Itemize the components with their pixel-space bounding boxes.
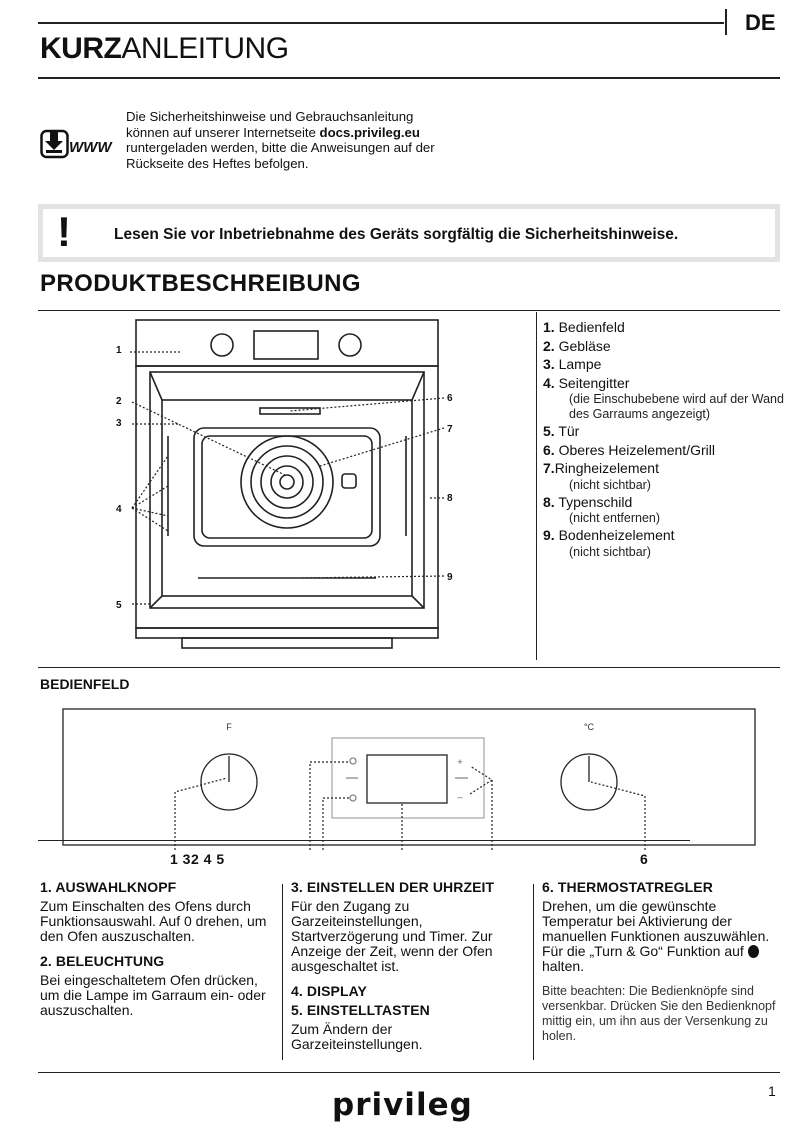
- section-body-3: Für den Zugang zu Garzeiteinstellungen, …: [291, 898, 493, 974]
- column-2: 3. EINSTELLEN DER UHRZEIT Für den Zugang…: [291, 880, 527, 1062]
- column-divider-2: [533, 884, 534, 1060]
- product-rule: [38, 310, 780, 311]
- column-1: 1. AUSWAHLKNOPF Zum Einschalten des Ofen…: [40, 880, 276, 1028]
- minus-button-label: –: [457, 792, 462, 802]
- column-3: 6. THERMOSTATREGLER Drehen, um die gewün…: [542, 880, 778, 1054]
- column-divider-1: [282, 884, 283, 1060]
- legend-item: 1. Bedienfeld: [543, 319, 625, 335]
- component-legend: 1. Bedienfeld 2. Gebläse 3. Lampe 4. Sei…: [543, 318, 793, 560]
- panel-callouts-left: 1 32 4 5: [170, 851, 225, 867]
- legend-item: 9. Bodenheizelement: [543, 527, 675, 543]
- section-body-5: Zum Ändern der Garzeiteinstellungen.: [291, 1021, 423, 1052]
- web-notice-text: Die Sicherheitshinweise und Gebrauchsanl…: [126, 109, 435, 171]
- legend-note: (die Einschubebene wird auf der Wand des…: [569, 392, 784, 421]
- legend-item: 6. Oberes Heizelement/Grill: [543, 441, 715, 458]
- title-rule: [38, 77, 780, 79]
- callout-3: 3: [116, 418, 122, 429]
- top-rule: [38, 22, 724, 24]
- turn-and-go-icon: [747, 945, 759, 958]
- section-body-1: Zum Einschalten des Ofens durch Funktion…: [40, 898, 267, 944]
- product-divider: [536, 312, 537, 660]
- callout-8: 8: [447, 493, 453, 504]
- thermostat-knob-shape: [560, 753, 618, 811]
- callout-4: 4: [116, 504, 122, 515]
- callout-7: 7: [447, 424, 453, 435]
- display-shape: [253, 330, 319, 360]
- legend-item: 7.Ringheizelement: [543, 460, 659, 476]
- download-icon: WWW: [40, 129, 113, 159]
- legend-item: 5. Tür: [543, 423, 580, 439]
- section-title-2: 2. BELEUCHTUNG: [40, 953, 165, 969]
- panel-callout-right: 6: [640, 851, 648, 867]
- control-panel-diagram: F °C + –: [62, 708, 756, 850]
- knob-left-label: F: [226, 722, 232, 732]
- legend-item: 8. Typenschild: [543, 493, 633, 510]
- thermostat-knob-shape: [338, 333, 362, 357]
- callout-1: 1: [116, 345, 122, 356]
- knob-right-label: °C: [584, 722, 595, 732]
- warning-box: [38, 204, 780, 262]
- panel-rule: [38, 667, 780, 668]
- legend-item: 2. Gebläse: [543, 337, 611, 354]
- section-title-1: 1. AUSWAHLKNOPF: [40, 879, 177, 895]
- section-title-6: 6. THERMOSTATREGLER: [542, 879, 713, 895]
- page-number: 1: [768, 1083, 776, 1099]
- footer-rule: [38, 1072, 780, 1073]
- www-label: WWW: [69, 139, 113, 156]
- section-title-3: 3. EINSTELLEN DER UHRZEIT: [291, 879, 495, 895]
- fan-shape: [240, 435, 334, 529]
- warning-icon: !: [57, 208, 71, 255]
- section-body-6: Drehen, um die gewünschte Temperatur bei…: [542, 898, 770, 974]
- panel-heading: BEDIENFELD: [40, 676, 130, 692]
- section-body-2: Bei eingeschaltetem Ofen drücken, um die…: [40, 972, 266, 1018]
- legend-note: (nicht entfernen): [569, 511, 661, 525]
- language-code: DE: [745, 10, 776, 35]
- product-heading: PRODUKTBESCHREIBUNG: [40, 270, 361, 297]
- callout-9: 9: [447, 572, 453, 583]
- legend-item: 4. Seitengitter: [543, 374, 630, 391]
- selector-knob-shape: [200, 753, 258, 811]
- plus-button-label: +: [457, 757, 462, 767]
- brand-logo: privileg: [332, 1087, 473, 1123]
- lang-divider: [725, 9, 727, 35]
- panel-bottom-rule: [38, 840, 690, 841]
- callout-5: 5: [116, 600, 122, 611]
- section-title-5: 5. EINSTELLTASTEN: [291, 1002, 430, 1018]
- lamp-shape: [341, 473, 357, 489]
- section-note-6: Bitte beachten: Die Bedienknöpfe sind ve…: [542, 984, 776, 1043]
- panel-display-shape: [366, 754, 448, 804]
- oven-diagram: 1 2 3 4 5 6 7 8 9: [116, 319, 453, 649]
- legend-note: (nicht sichtbar): [569, 477, 651, 492]
- selector-knob-shape: [210, 333, 234, 357]
- callout-2: 2: [116, 396, 122, 407]
- legend-note: (nicht sichtbar): [569, 544, 651, 559]
- section-title-4: 4. DISPLAY: [291, 983, 367, 999]
- callout-6: 6: [447, 393, 453, 404]
- docs-link[interactable]: docs.privileg.eu: [319, 124, 420, 140]
- legend-item: 3. Lampe: [543, 356, 602, 372]
- warning-text: Lesen Sie vor Inbetriebnahme des Geräts …: [114, 226, 679, 243]
- page-title: KURZANLEITUNG: [40, 32, 289, 65]
